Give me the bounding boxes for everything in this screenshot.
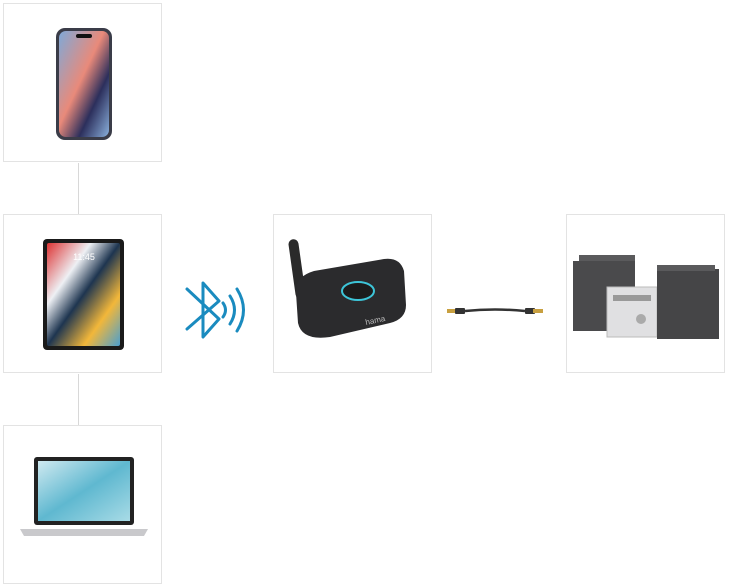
stereo-image	[573, 255, 719, 339]
audio-cable-image	[447, 308, 543, 314]
laptop-image	[20, 457, 148, 536]
connector-line	[78, 163, 79, 214]
bluetooth-icon	[185, 281, 245, 339]
receiver-card: hama	[273, 214, 432, 373]
receiver-image: hama	[288, 239, 406, 338]
stereo-card	[566, 214, 725, 373]
tablet-image: 11:45	[43, 239, 124, 350]
receiver-brand-logo: hama	[365, 314, 387, 327]
laptop-card	[3, 425, 162, 584]
tablet-clock: 11:45	[73, 252, 95, 262]
tablet-card: 11:45	[3, 214, 162, 373]
connector-line	[78, 374, 79, 425]
smartphone-card	[3, 3, 162, 162]
smartphone-image	[56, 28, 112, 140]
